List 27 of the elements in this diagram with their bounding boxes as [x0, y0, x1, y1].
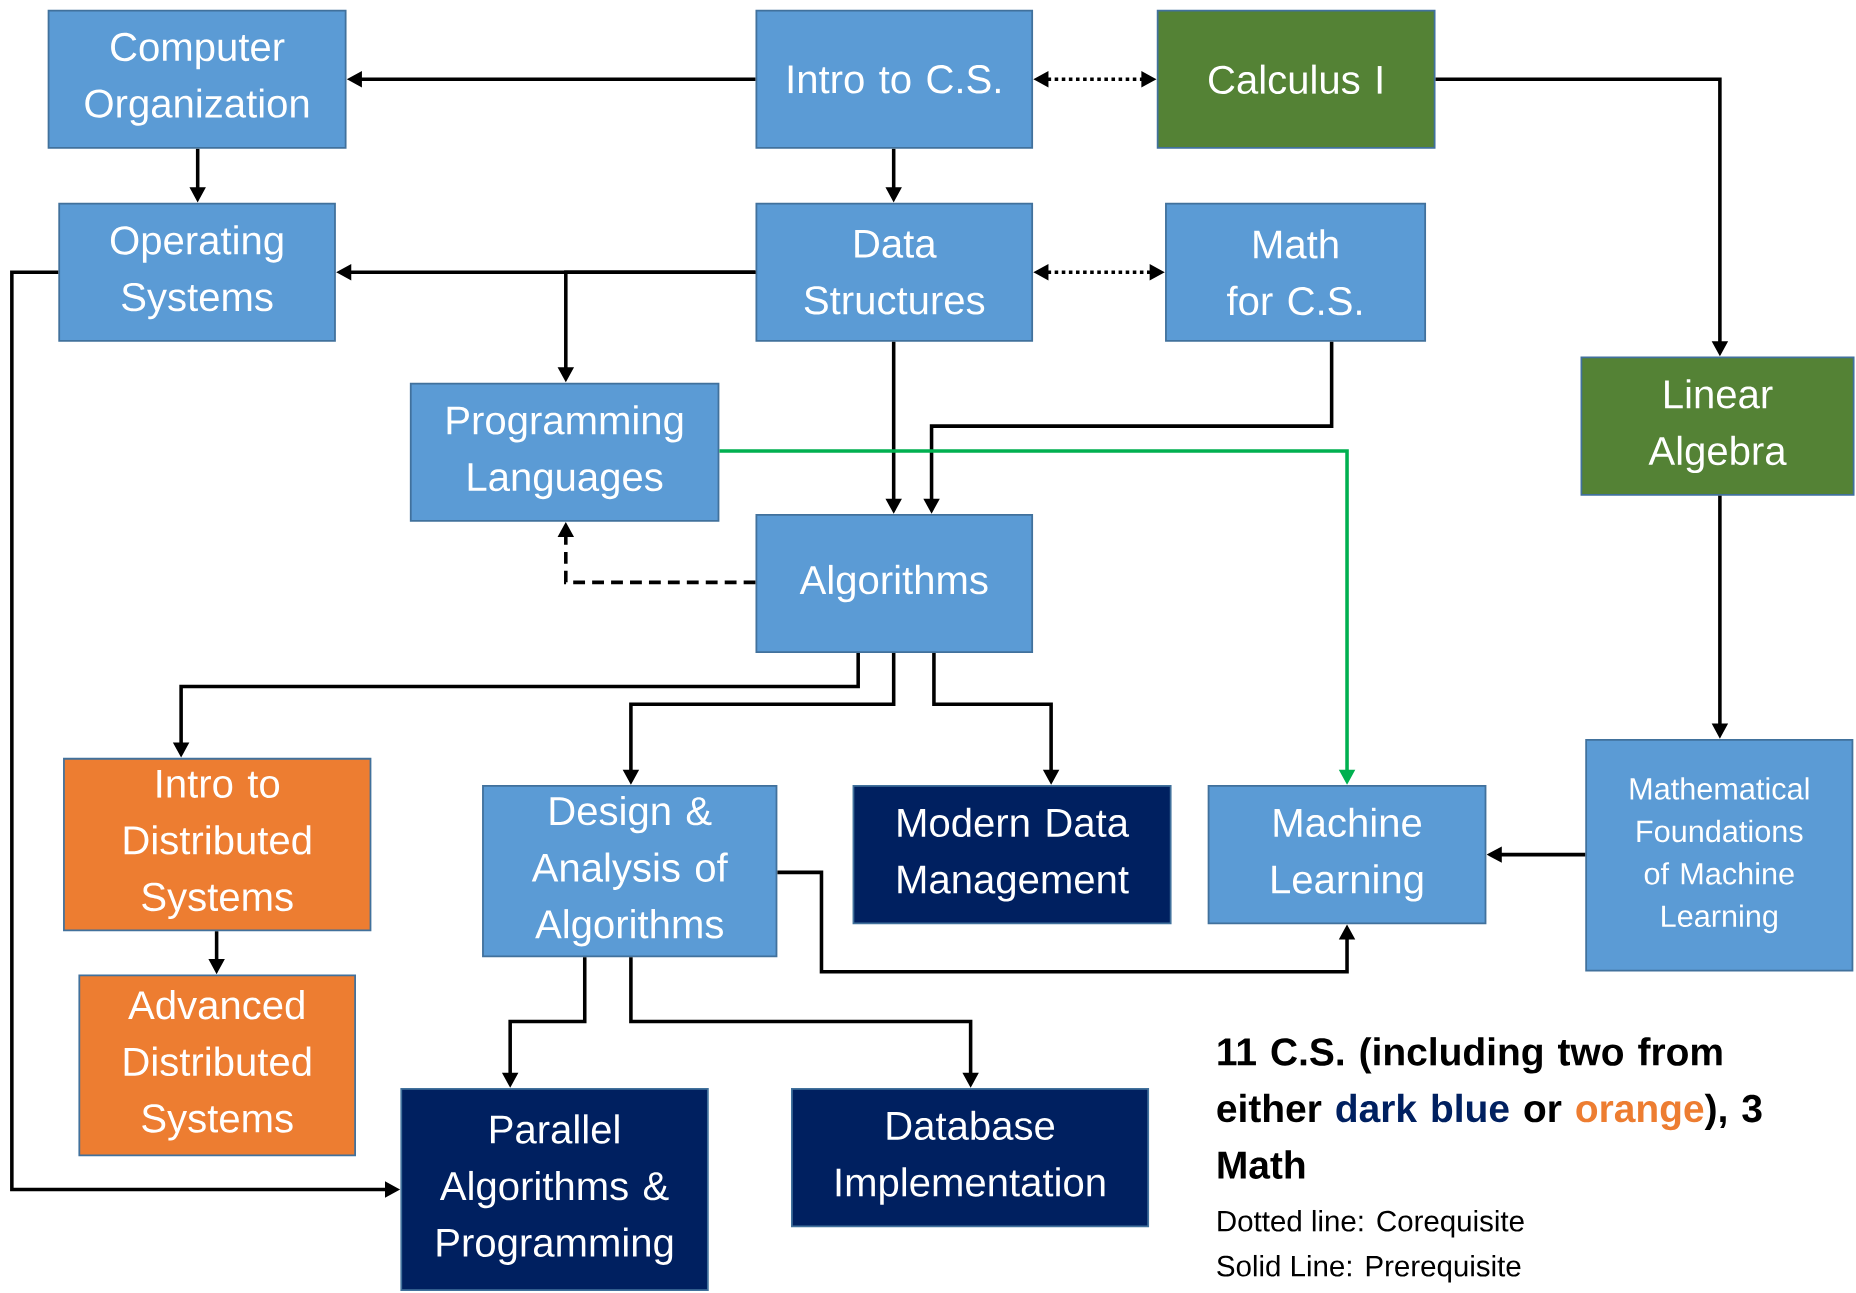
legend-note: Solid Line: Prerequisite: [1217, 1255, 1521, 1283]
label: ), 3: [1704, 1093, 1762, 1131]
course-box: Modern Data Management: [852, 785, 1172, 925]
label: or: [1524, 1101, 1562, 1123]
label: dark blue: [1336, 1093, 1509, 1123]
course-box: Operating Systems: [58, 202, 336, 342]
course-box: Calculus I: [1156, 10, 1436, 150]
label: orange: [1576, 1101, 1704, 1131]
course-box: Parallel Algorithms & Programming: [400, 1088, 709, 1292]
legend-note: Dotted line: Corequisite: [1218, 1210, 1524, 1238]
course-box: Programming Languages: [409, 382, 720, 522]
label: Math: [1218, 1150, 1305, 1180]
label: either: [1217, 1093, 1322, 1123]
course-box: Computer Organization: [47, 10, 347, 150]
course-box: Linear Algebra: [1580, 356, 1855, 496]
course-box: Mathematical Foundations of Machine Learning: [1585, 739, 1854, 972]
course-box: Algorithms: [755, 514, 1034, 654]
course-box: Machine Learning: [1207, 785, 1487, 925]
course-box: Advanced Distributed Systems: [78, 974, 356, 1157]
label: 11 C.S. (including two from: [1218, 1037, 1722, 1074]
course-box: Intro to C.S.: [755, 10, 1034, 150]
requirements-note: 11 C.S. (including two from either dark blue or orange), 3 Math: [1217, 1037, 1762, 1180]
course-box: Intro to Distributed Systems: [63, 758, 372, 932]
course-box: Design & Analysis of Algorithms: [482, 785, 778, 958]
course-box: Math for C.S.: [1165, 202, 1427, 342]
course-box: Data Structures: [755, 202, 1034, 342]
course-box: Database Implementation: [791, 1088, 1150, 1228]
